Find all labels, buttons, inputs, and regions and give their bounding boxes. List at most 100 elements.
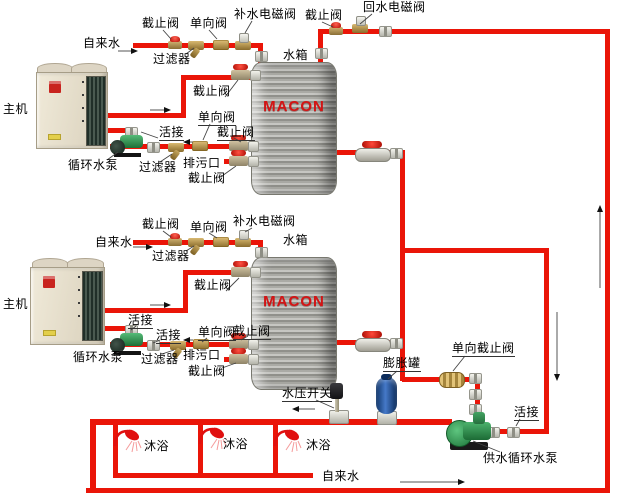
- solenoid-valve-icon: [235, 230, 251, 247]
- label-union-supply: 活接: [514, 405, 540, 422]
- expansion-tank-icon: [376, 374, 397, 414]
- ball-valve-icon: [355, 141, 391, 162]
- pipe-mid-v: [400, 150, 405, 381]
- flow-arrows: [118, 48, 603, 485]
- label-filter-ret-2: 过滤器: [141, 352, 179, 366]
- pipe-down-v: [544, 248, 549, 434]
- pipe-union-icon: [147, 340, 160, 351]
- control-knobs-icon: [75, 273, 83, 327]
- label-circ-pump-2: 循环水泵: [73, 350, 124, 364]
- label-stop-valve-drain-1: 截止阀: [188, 171, 226, 185]
- stop-valve-icon: [168, 233, 182, 246]
- label-union-ret-2: 活接: [156, 328, 182, 345]
- label-shower-2: 沐浴: [223, 437, 249, 451]
- fan-housing-icon: [71, 63, 107, 74]
- control-knobs-icon: [79, 78, 87, 131]
- pipe-union-icon: [147, 142, 160, 153]
- label-check-valve-ret-2: 单向阀: [198, 325, 236, 342]
- pipe-out2-top: [183, 270, 257, 275]
- pipe-right-edge: [605, 29, 610, 493]
- check-valve-icon: [193, 339, 209, 349]
- label-water-tank-2: 水箱: [283, 233, 309, 247]
- drain-stop-valve-icon: [229, 348, 259, 365]
- label-return-solenoid: 回水电磁阀: [363, 0, 426, 14]
- stop-valve-icon: [329, 22, 343, 35]
- oneway-stop-valve-icon: [439, 372, 465, 388]
- water-tank-1: MACON: [251, 62, 337, 195]
- tee-fitting-icon: [329, 410, 349, 424]
- water-tank-2: MACON: [251, 257, 337, 390]
- label-makeup-solenoid-2: 补水电磁阀: [233, 214, 296, 228]
- vent-grille-icon: [86, 76, 106, 146]
- pipe-union-icon: [469, 373, 482, 384]
- fan-housing-icon: [67, 258, 104, 269]
- label-main-unit-1: 主机: [3, 102, 29, 116]
- brand-logo-icon: [48, 81, 61, 94]
- shower-head-icon: [273, 429, 302, 453]
- pipe-out2-v: [183, 270, 188, 313]
- brand-logo-icon: [43, 276, 56, 289]
- shower-head-icon: [198, 427, 227, 451]
- label-check-valve-inlet-2: 单向阀: [190, 220, 228, 234]
- label-shower-1: 沐浴: [144, 439, 170, 453]
- label-check-valve-ret-1: 单向阀: [198, 110, 236, 127]
- rating-label-icon: [42, 329, 56, 336]
- label-filter-inlet-1: 过滤器: [153, 52, 191, 66]
- filter-icon: [188, 238, 204, 256]
- check-valve-icon: [192, 141, 208, 151]
- pipe-stall-v1: [113, 421, 118, 478]
- pipe-out1-h: [104, 113, 184, 118]
- supply-circulation-pump: [446, 412, 494, 450]
- pipe-low2-h: [104, 326, 130, 331]
- label-union-ret-1: 活接: [159, 125, 185, 142]
- pipe-union-icon: [507, 427, 520, 438]
- solenoid-valve-icon: [352, 16, 368, 33]
- label-drain-port-2: 排污口: [183, 348, 221, 362]
- pipe-bottom-main: [86, 488, 610, 493]
- label-pressure-switch: 水压开关: [282, 386, 333, 403]
- pipe-top-return: [318, 29, 610, 34]
- pipe-stall-v3: [273, 421, 278, 478]
- pipe-checkline-v: [475, 377, 480, 423]
- label-tap-water-1: 自来水: [83, 36, 121, 50]
- label-supply-circ-pump: 供水循环水泵: [483, 451, 559, 465]
- label-expansion-tank: 膨胀罐: [383, 356, 421, 373]
- unit-cabinet: [36, 72, 108, 149]
- pipe-branch-h: [400, 248, 549, 253]
- label-check-valve-inlet-1: 单向阀: [190, 16, 228, 30]
- label-stop-valve-return-top: 截止阀: [305, 8, 343, 22]
- tank-stop-valve-icon: [229, 135, 259, 152]
- unit-cabinet: [30, 267, 105, 345]
- check-valve-icon: [213, 237, 229, 247]
- filter-icon: [188, 41, 204, 59]
- pipe-out2-h: [104, 308, 186, 313]
- pipe-out1-top: [181, 75, 257, 80]
- label-makeup-solenoid-1: 补水电磁阀: [234, 7, 297, 21]
- pipe-union-icon: [469, 389, 482, 400]
- heat-pump-unit-1: [36, 63, 108, 149]
- filter-icon: [168, 143, 184, 161]
- circulation-pump-2: [110, 333, 146, 355]
- shower-head-icon: [113, 429, 142, 453]
- ball-valve-icon: [355, 331, 391, 352]
- label-stop-valve-out-1: 截止阀: [193, 84, 231, 98]
- drain-stop-valve-icon: [229, 150, 259, 167]
- pipe-stall-bottom: [113, 473, 313, 478]
- vent-grille-icon: [82, 271, 103, 342]
- pipe-riser1: [318, 31, 323, 64]
- label-tap-water-2: 自来水: [95, 235, 133, 249]
- label-stop-valve-inlet-1: 截止阀: [142, 16, 180, 30]
- label-tap-water-bottom: 自来水: [322, 469, 360, 483]
- tank-stop-valve-icon: [231, 64, 261, 81]
- solenoid-valve-icon: [235, 33, 251, 50]
- pressure-switch-icon: [330, 383, 343, 399]
- tank-brand-text: MACON: [263, 293, 325, 311]
- label-main-unit-2: 主机: [3, 297, 29, 311]
- label-stop-valve-ret-1: 截止阀: [217, 125, 255, 142]
- pipe-shower-left: [90, 419, 96, 493]
- label-oneway-stop-valve: 单向截止阀: [452, 341, 515, 358]
- circulation-pump-1: [110, 135, 146, 157]
- pipe-stall-v2: [198, 421, 203, 478]
